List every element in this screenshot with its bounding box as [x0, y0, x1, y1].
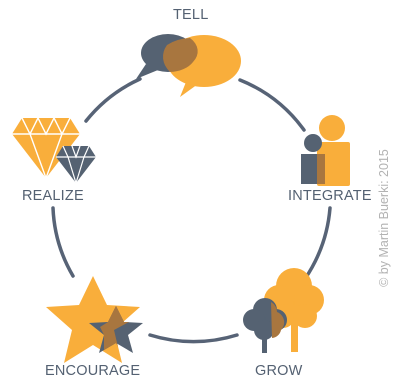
stage-label-integrate: INTEGRATE: [288, 188, 372, 204]
people-icon: [301, 115, 350, 186]
small-diamond-icon: [56, 145, 96, 184]
small-star-icon: [89, 306, 143, 353]
copyright-text: © by Martin Buerki: 2015: [377, 149, 391, 287]
small-tree-icon: [243, 298, 287, 353]
stage-label-realize: REALIZE: [22, 188, 84, 204]
ring-segment-encourage-realize: [51, 206, 75, 278]
large-star-icon: [46, 276, 140, 363]
ring-segment-realize-tell: [84, 77, 142, 123]
large-diamond-icon: [12, 117, 80, 179]
ring-segment-grow-encourage: [148, 333, 239, 344]
stars-icon: [46, 276, 143, 363]
ring-segment-tell-integrate: [238, 78, 306, 132]
speech-bubbles-icon: [136, 34, 241, 97]
stage-label-grow: GROW: [255, 363, 303, 379]
stage-label-encourage: ENCOURAGE: [45, 363, 141, 379]
trees-icon: [243, 268, 324, 353]
diamonds-icon: [12, 117, 96, 184]
stage-label-tell: TELL: [173, 7, 209, 23]
